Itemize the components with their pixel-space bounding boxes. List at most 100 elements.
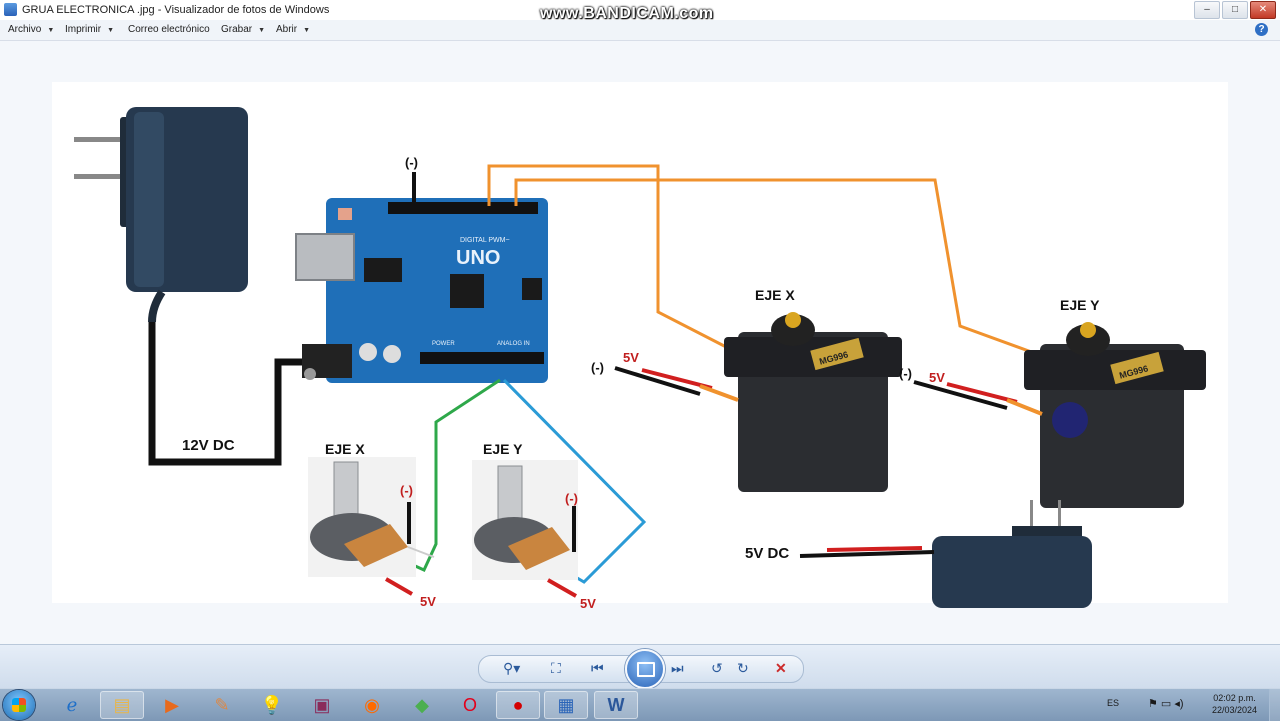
menu-imprimir[interactable]: Imprimir ▼ bbox=[65, 24, 114, 35]
potentiometer-y bbox=[472, 460, 578, 580]
tray-icons[interactable]: ⚑ ▭ ◂) bbox=[1148, 698, 1184, 710]
wire-signal-servo-x bbox=[487, 164, 733, 352]
pot-x-5v-label: 5V bbox=[420, 594, 436, 609]
menu-grabar[interactable]: Grabar ▼ bbox=[221, 24, 265, 35]
android-app-icon[interactable]: ◆ bbox=[415, 695, 429, 715]
slideshow-screen-icon bbox=[637, 662, 655, 677]
board-uno-label: UNO bbox=[456, 247, 500, 269]
bandicam-record-icon[interactable]: ● bbox=[496, 691, 540, 719]
wire-signal-servo-y bbox=[514, 178, 1038, 356]
winrar-icon[interactable]: ▣ bbox=[313, 695, 331, 715]
wire-analog-x bbox=[401, 378, 501, 572]
image-viewport: 12V DC UNO DIGITAL PWM~ POWER ANALOG IN bbox=[0, 41, 1280, 644]
board-power-label: POWER bbox=[432, 341, 455, 347]
menu-abrir[interactable]: Abrir ▼ bbox=[276, 24, 310, 35]
label-5v-dc: 5V DC bbox=[745, 545, 789, 562]
menu-archivo-label: Archivo bbox=[8, 24, 42, 35]
cursor-highlight bbox=[1052, 402, 1088, 438]
lightbulb-icon[interactable]: 💡 bbox=[260, 695, 284, 715]
wire-servo-y-gnd bbox=[913, 380, 1008, 410]
menu-imprimir-label: Imprimir bbox=[65, 24, 102, 35]
wire-pot-x-5v bbox=[385, 577, 413, 596]
file-explorer-icon[interactable]: ▤ bbox=[100, 691, 144, 719]
language-indicator[interactable]: ES bbox=[1107, 698, 1120, 708]
photo-viewer-icon[interactable]: ▦ bbox=[544, 691, 588, 719]
paint-icon[interactable]: ✎ bbox=[214, 695, 230, 715]
slideshow-icon[interactable] bbox=[625, 649, 665, 689]
show-desktop-button[interactable] bbox=[1269, 689, 1280, 721]
wire-servo-x-gnd bbox=[614, 366, 701, 396]
cable-12v bbox=[148, 322, 307, 466]
pot-x-title: EJE X bbox=[325, 441, 365, 457]
menu-correo-label: Correo electrónico bbox=[128, 24, 210, 35]
word-icon[interactable]: W bbox=[594, 691, 638, 719]
chevron-down-icon: ▼ bbox=[107, 27, 115, 34]
bandicam-watermark: www.BANDICAM.com bbox=[540, 5, 714, 22]
wire-pot-y-5v bbox=[547, 578, 577, 598]
chevron-down-icon: ▼ bbox=[258, 27, 266, 34]
viewer-toolbar: ⚲▾ ⛶ ⏮ ⏭ ↺ ↻ ✕ bbox=[0, 644, 1280, 689]
next-icon[interactable]: ⏭ bbox=[671, 660, 684, 676]
menu-archivo[interactable]: Archivo ▼ bbox=[8, 24, 54, 35]
maximize-button[interactable]: □ bbox=[1222, 1, 1248, 19]
servo-y: MG996 bbox=[1024, 322, 1206, 508]
pot-x-neg-label: (-) bbox=[400, 483, 413, 498]
menu-correo[interactable]: Correo electrónico bbox=[128, 24, 210, 35]
circuit-diagram: 12V DC UNO DIGITAL PWM~ POWER ANALOG IN bbox=[74, 107, 1206, 611]
power-adapter-5v bbox=[932, 500, 1092, 608]
menu-grabar-label: Grabar bbox=[221, 24, 253, 35]
board-digital-label: DIGITAL PWM~ bbox=[460, 237, 510, 244]
label-12v-dc: 12V DC bbox=[182, 437, 235, 454]
system-clock[interactable]: 02:02 p.m. 22/03/2024 bbox=[1212, 692, 1257, 716]
start-button[interactable] bbox=[3, 690, 35, 720]
wire-5v-positive bbox=[826, 546, 923, 552]
taskbar: ℯ ▤ ▶ ✎ 💡 ▣ ◉ ◆ O ● ▦ W ES ⚑ ▭ ◂) 02:02 … bbox=[0, 688, 1280, 721]
toolbar-pill: ⚲▾ ⛶ ⏮ ⏭ ↺ ↻ ✕ bbox=[478, 649, 804, 689]
actual-size-icon[interactable]: ⛶ bbox=[551, 660, 561, 676]
pot-y-title: EJE Y bbox=[483, 441, 523, 457]
wire-servo-x-5v bbox=[641, 368, 713, 390]
minimize-button[interactable]: – bbox=[1194, 1, 1220, 19]
chevron-down-icon: ▼ bbox=[47, 27, 55, 34]
menu-abrir-label: Abrir bbox=[276, 24, 298, 35]
media-player-icon[interactable]: ▶ bbox=[165, 695, 179, 715]
servo-x-title: EJE X bbox=[755, 287, 795, 303]
photo-viewer-app-icon bbox=[4, 3, 17, 16]
menu-bar: Archivo ▼ Imprimir ▼ Correo electrónico Gr… bbox=[0, 20, 1280, 41]
wire-servo-y-5v bbox=[946, 382, 1018, 404]
potentiometer-x bbox=[308, 457, 435, 577]
servo-y-5v-label: 5V bbox=[929, 370, 945, 385]
title-bar: GRUA ELECTRONICA .jpg - Visualizador de … bbox=[0, 0, 1280, 22]
board-analog-label: ANALOG IN bbox=[497, 341, 530, 347]
label-arduino-neg: (-) bbox=[405, 155, 418, 170]
clock-date: 22/03/2024 bbox=[1212, 705, 1258, 715]
pot-y-neg-label: (-) bbox=[565, 491, 578, 506]
servo-x: MG996 bbox=[724, 312, 902, 492]
delete-icon[interactable]: ✕ bbox=[775, 660, 787, 676]
windows-logo-icon bbox=[12, 698, 26, 712]
servo-y-neg-label: (-) bbox=[899, 366, 912, 381]
rotate-clockwise-icon[interactable]: ↻ bbox=[737, 660, 749, 676]
wire-servo-x-signal-end bbox=[699, 384, 739, 402]
pot-y-5v-label: 5V bbox=[580, 596, 596, 611]
servo-x-5v-label: 5V bbox=[623, 350, 639, 365]
clock-time: 02:02 p.m. bbox=[1213, 693, 1256, 703]
servo-x-neg-label: (-) bbox=[591, 360, 604, 375]
chevron-down-icon: ▼ bbox=[303, 27, 311, 34]
help-icon[interactable]: ? bbox=[1255, 23, 1268, 36]
opera-icon[interactable]: O bbox=[462, 695, 477, 715]
internet-explorer-icon[interactable]: ℯ bbox=[66, 695, 78, 715]
power-adapter-12v bbox=[74, 107, 248, 323]
arduino-uno-board: UNO DIGITAL PWM~ POWER ANALOG IN bbox=[295, 198, 548, 383]
wire-servo-y-signal-end bbox=[1006, 398, 1043, 416]
previous-icon[interactable]: ⏮ bbox=[591, 660, 604, 676]
circuit-diagram-image: 12V DC UNO DIGITAL PWM~ POWER ANALOG IN bbox=[52, 82, 1228, 611]
wire-5v-gnd bbox=[799, 550, 935, 558]
window-title: GRUA ELECTRONICA .jpg - Visualizador de … bbox=[22, 4, 330, 16]
window-controls: – □ ✕ bbox=[1194, 1, 1276, 19]
firefox-icon[interactable]: ◉ bbox=[364, 695, 380, 715]
close-button[interactable]: ✕ bbox=[1250, 1, 1276, 19]
rotate-counterclockwise-icon[interactable]: ↺ bbox=[711, 660, 723, 676]
servo-y-title: EJE Y bbox=[1060, 297, 1100, 313]
magnifier-icon[interactable]: ⚲▾ bbox=[503, 660, 521, 676]
